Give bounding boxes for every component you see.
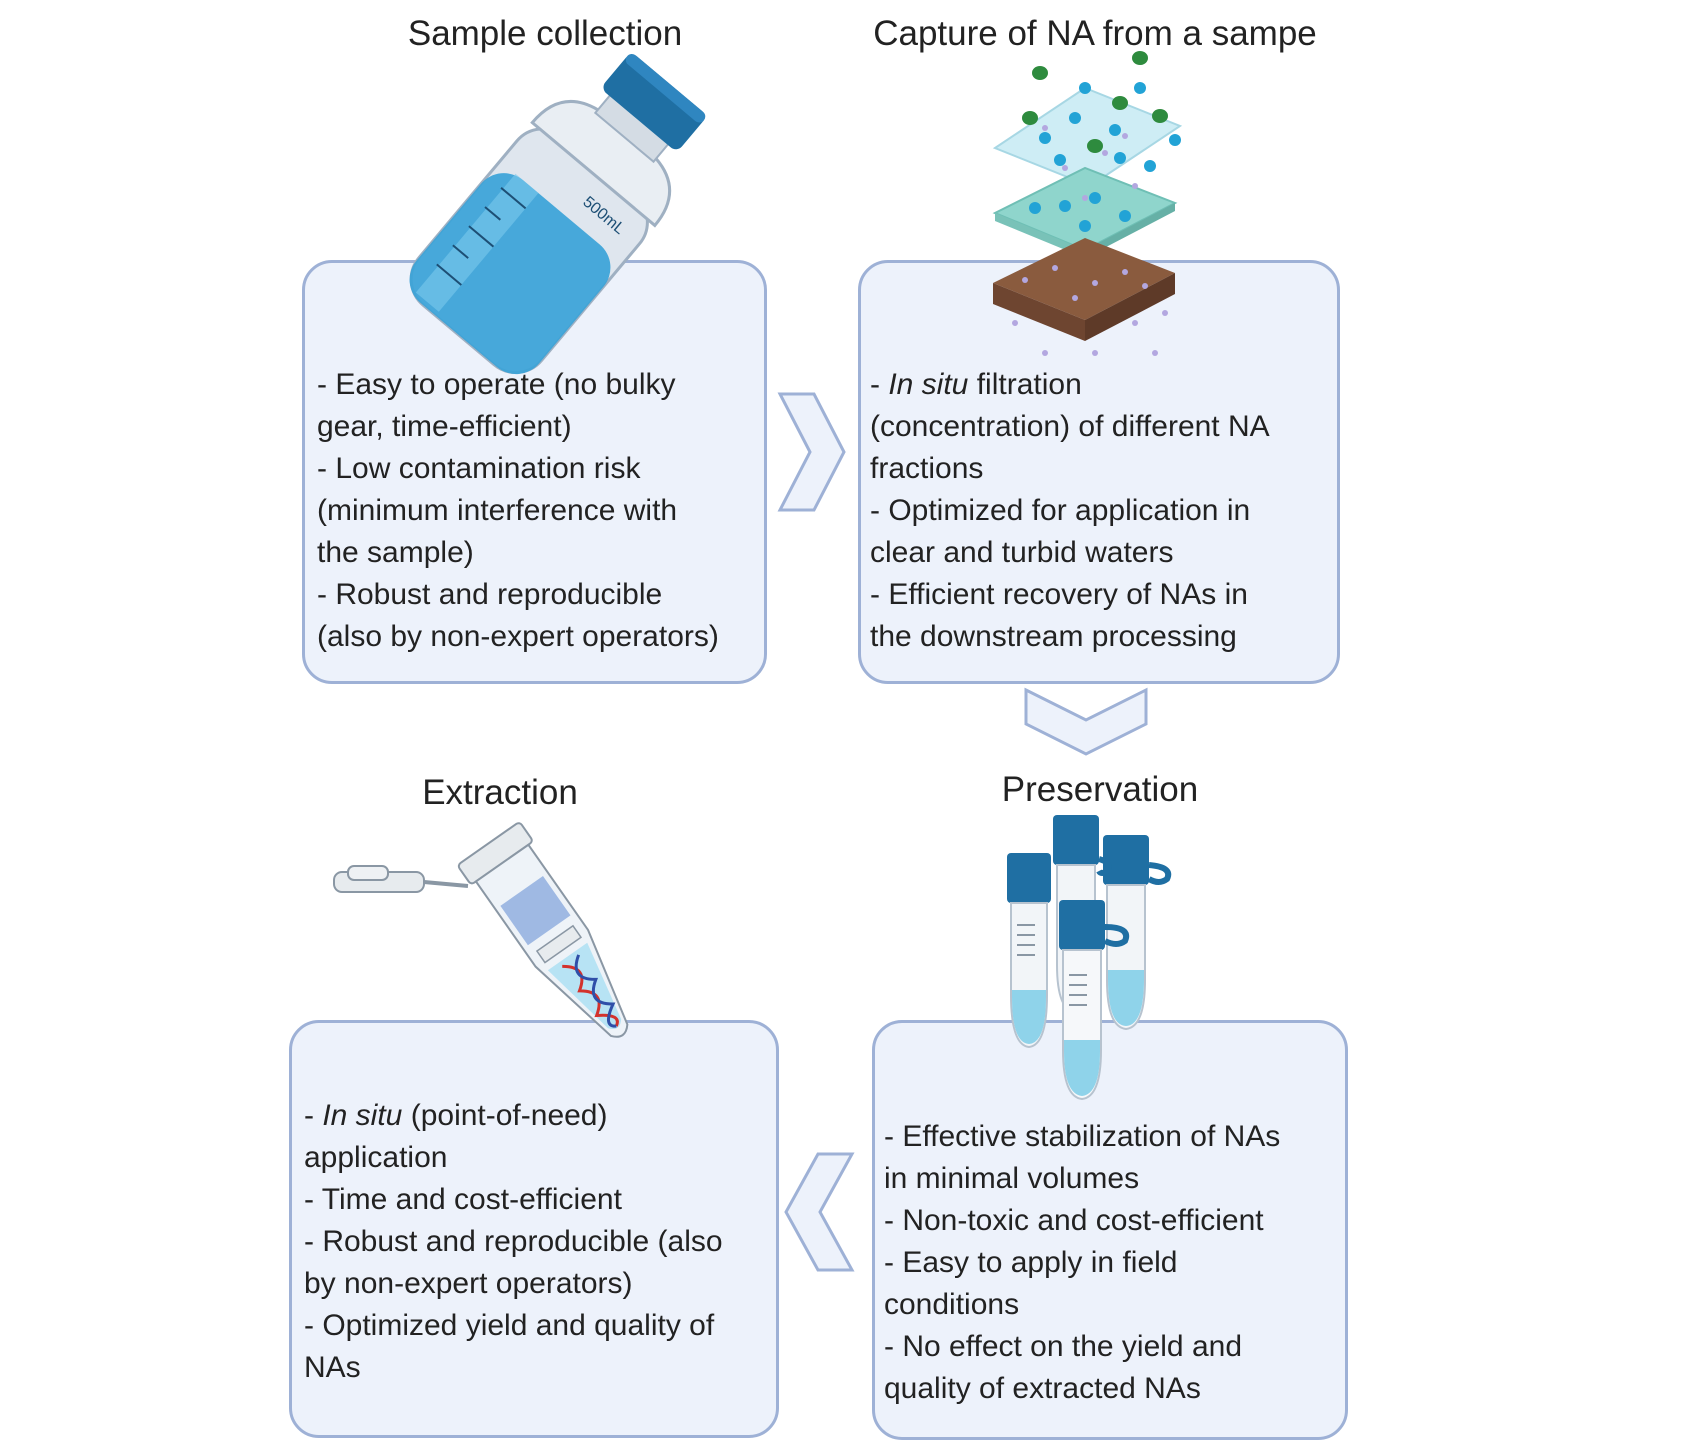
line-text: - Efficient recovery of NAs in (870, 578, 1248, 611)
sample-tubes-icon (1007, 815, 1172, 1101)
text-line: - In situ (point-of-need) (304, 1095, 723, 1137)
line-text: gear, time-efficient) (317, 410, 572, 443)
line-text: - No effect on the yield and (884, 1330, 1243, 1363)
line-text: - Low contamination risk (317, 452, 641, 485)
line-text: the sample) (317, 536, 474, 569)
italic-term: In situ (888, 368, 969, 401)
sample-collection-text: - Easy to operate (no bulky gear, time-ef… (317, 364, 719, 658)
line-text: quality of extracted NAs (884, 1372, 1201, 1405)
italic-term: In situ (322, 1099, 403, 1132)
chevron-down-icon (1024, 687, 1148, 756)
text-line: - No effect on the yield and (884, 1326, 1280, 1368)
text-line: - Effective stabilization of NAs (884, 1116, 1280, 1158)
extraction-box (289, 1020, 779, 1438)
line-text: - Robust and reproducible (also (304, 1225, 723, 1258)
preservation-text: - Effective stabilization of NAs in minim… (884, 1116, 1280, 1410)
line-text: (minimum interference with (317, 494, 678, 527)
line-text: - Easy to apply in field (884, 1246, 1178, 1279)
text-line: gear, time-efficient) (317, 406, 719, 448)
chevron-left-icon (784, 1152, 855, 1272)
text-line: (minimum interference with (317, 490, 719, 532)
text-line: - Optimized yield and quality of (304, 1305, 723, 1347)
filter-layers-icon (992, 51, 1183, 356)
line-text: the downstream processing (870, 620, 1237, 653)
line-text: filtration (968, 368, 1082, 401)
text-line: application (304, 1137, 723, 1179)
water-bottle-icon: 500mL (409, 53, 706, 375)
text-line: (also by non-expert operators) (317, 616, 719, 658)
text-line: - Efficient recovery of NAs in (870, 574, 1270, 616)
line-text: conditions (884, 1288, 1020, 1321)
text-line: the sample) (317, 532, 719, 574)
text-line: - Low contamination risk (317, 448, 719, 490)
text-line: NAs (304, 1347, 723, 1389)
line-text: fractions (870, 452, 984, 485)
line-text: - Optimized for application in (870, 494, 1251, 527)
line-text: in minimal volumes (884, 1162, 1140, 1195)
line-text: - Time and cost-efficient (304, 1183, 622, 1216)
preservation-box (872, 1020, 1348, 1440)
line-text: - Non-toxic and cost-efficient (884, 1204, 1264, 1237)
line-text: - Optimized yield and quality of (304, 1309, 715, 1342)
sample-collection-title: Sample collection (407, 14, 683, 53)
text-line: - Non-toxic and cost-efficient (884, 1200, 1280, 1242)
line-text: NAs (304, 1351, 361, 1384)
text-line: - Robust and reproducible (also (304, 1221, 723, 1263)
text-line: the downstream processing (870, 616, 1270, 658)
text-line: conditions (884, 1284, 1280, 1326)
microtube-dna-icon (333, 822, 629, 1038)
chevron-right-icon (777, 392, 846, 512)
text-line: fractions (870, 448, 1270, 490)
text-line: - In situ filtration (870, 364, 1270, 406)
line-text: (also by non-expert operators) (317, 620, 719, 653)
text-line: - Optimized for application in (870, 490, 1270, 532)
extraction-title: Extraction (422, 773, 578, 812)
line-text: by non-expert operators) (304, 1267, 633, 1300)
line-text: - Effective stabilization of NAs (884, 1120, 1281, 1153)
line-text: application (304, 1141, 448, 1174)
line-text: (concentration) of different NA (870, 410, 1270, 443)
line-text: - (870, 368, 889, 401)
text-line: - Easy to apply in field (884, 1242, 1280, 1284)
line-text: (point-of-need) (402, 1099, 608, 1132)
line-text: - Easy to operate (no bulky (317, 368, 676, 401)
capture-text: - In situ filtration (concentration) of d… (870, 364, 1270, 658)
text-line: by non-expert operators) (304, 1263, 723, 1305)
text-line: - Robust and reproducible (317, 574, 719, 616)
line-text: - (304, 1099, 323, 1132)
text-line: - Easy to operate (no bulky (317, 364, 719, 406)
line-text: - Robust and reproducible (317, 578, 663, 611)
capture-title: Capture of NA from a sampe (873, 14, 1317, 53)
preservation-title: Preservation (1001, 770, 1199, 809)
text-line: in minimal volumes (884, 1158, 1280, 1200)
text-line: quality of extracted NAs (884, 1368, 1280, 1410)
extraction-text: - In situ (point-of-need) application - Ti… (304, 1095, 723, 1389)
line-text: clear and turbid waters (870, 536, 1174, 569)
text-line: (concentration) of different NA (870, 406, 1270, 448)
text-line: clear and turbid waters (870, 532, 1270, 574)
text-line: - Time and cost-efficient (304, 1179, 723, 1221)
